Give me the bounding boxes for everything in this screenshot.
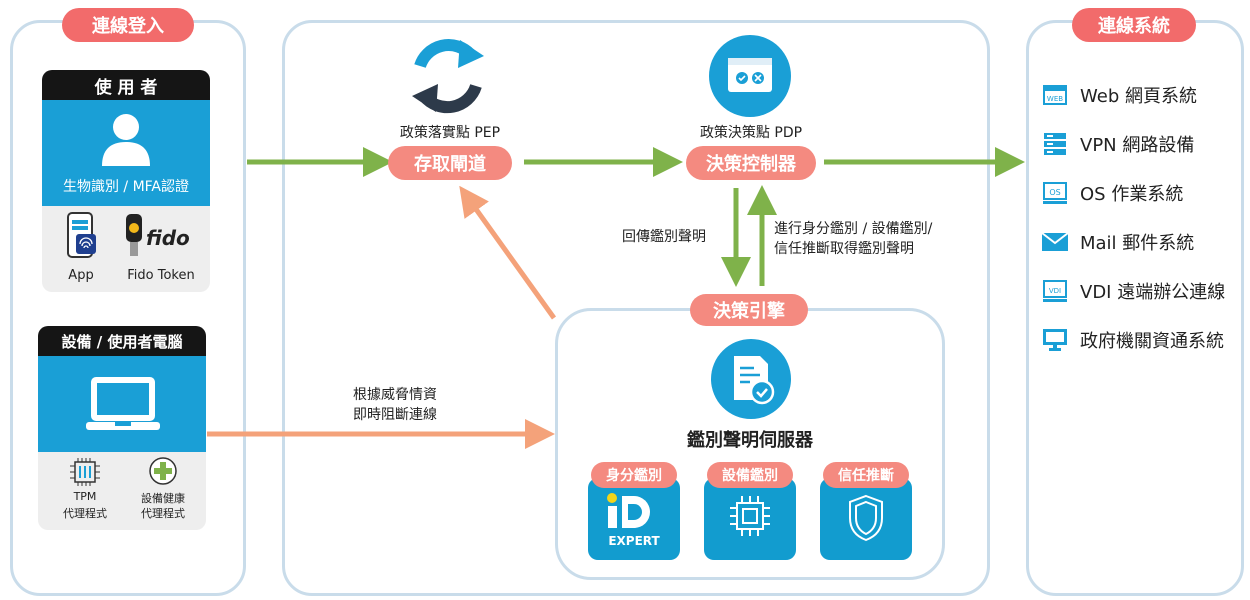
device-auth-card: [704, 478, 796, 560]
shield-icon: [849, 494, 883, 542]
laptop-icon: [86, 377, 160, 430]
tpm-chip-icon: [70, 458, 100, 486]
arrow-engine-to-gateway: [459, 185, 557, 320]
user-card-footer: fido App Fido Token: [42, 206, 210, 292]
app-label: App: [68, 268, 94, 283]
id-expert-logo: [607, 493, 650, 528]
system-label-web: Web 網頁系統: [1080, 86, 1197, 107]
system-label-vdi: VDI 遠端辦公連線: [1080, 282, 1226, 303]
systems-panel: [1026, 20, 1244, 596]
controller-button[interactable]: 決策控制器: [686, 146, 816, 180]
server-label: 鑑別聲明伺服器: [687, 430, 813, 451]
login-title: 連線登入: [92, 16, 164, 37]
fido-logo: fido: [146, 226, 190, 250]
id-expert-text: EXPERT: [608, 534, 660, 548]
user-card-body: 生物識別 / MFA認證: [42, 100, 210, 206]
verify-text-2: 信任推斷取得鑑別聲明: [774, 241, 914, 257]
system-item-vpn: VPN 網路設備: [1042, 129, 1194, 159]
cpu-chip-icon: [730, 496, 770, 536]
threat-text-2: 即時阻斷連線: [353, 407, 437, 423]
system-item-os: OS OS 作業系統: [1042, 178, 1183, 208]
tpm-label-1: TPM: [73, 490, 97, 503]
document-check-icon: [711, 339, 791, 419]
user-card-header: 使 用 者: [42, 70, 210, 100]
health-label-1: 設備健康: [141, 492, 185, 505]
system-label-gov: 政府機關資通系統: [1080, 331, 1224, 352]
user-icon: [102, 114, 150, 166]
identity-badge: 身分鑑別: [591, 462, 677, 488]
login-title-pill: 連線登入: [62, 8, 194, 42]
user-card: 使 用 者 生物識別 / MFA認證 fido App Fido Token: [42, 70, 210, 292]
systems-title-pill: 連線系統: [1072, 8, 1196, 42]
device-card-footer: TPM 代理程式 設備健康 代理程式: [38, 452, 206, 530]
vdi-window-icon: VDI: [1042, 280, 1068, 302]
pep-caption: 政策落實點 PEP: [399, 125, 501, 141]
system-label-mail: Mail 郵件系統: [1080, 233, 1195, 254]
fido-token-label: Fido Token: [127, 268, 195, 283]
monitor-icon: [1042, 329, 1068, 351]
sync-icon: [412, 39, 484, 114]
gateway-button[interactable]: 存取閘道: [388, 146, 512, 180]
phone-fingerprint-icon: [67, 212, 96, 258]
trust-badge-label: 信任推斷: [838, 468, 894, 484]
system-item-vdi: VDI VDI 遠端辦公連線: [1042, 276, 1225, 306]
controller-label: 決策控制器: [706, 154, 796, 175]
system-item-mail: Mail 郵件系統: [1041, 227, 1195, 257]
gateway-label: 存取閘道: [414, 154, 486, 175]
pdp-caption: 政策決策點 PDP: [699, 125, 803, 141]
user-card-caption: 生物識別 / MFA認證: [62, 179, 190, 195]
controller-icon: [709, 35, 791, 117]
identity-badge-label: 身分鑑別: [606, 468, 662, 484]
system-item-web: WEB Web 網頁系統: [1042, 80, 1197, 110]
system-item-gov: 政府機關資通系統: [1042, 325, 1224, 355]
verify-text-1: 進行身分鑑別 / 設備鑑別/: [774, 221, 933, 237]
identity-card: EXPERT: [588, 478, 680, 560]
engine-title: 決策引擎: [713, 301, 785, 322]
return-text: 回傳鑑別聲明: [622, 229, 706, 245]
web-badge: WEB: [1047, 95, 1063, 103]
server-icon: [1042, 133, 1068, 155]
os-window-icon: OS: [1042, 182, 1068, 204]
user-card-title: 使 用 者: [94, 77, 158, 98]
trust-card: [820, 478, 912, 560]
engine-title-pill: 決策引擎: [690, 294, 808, 326]
trust-badge: 信任推斷: [823, 462, 909, 488]
fido-key-icon: [126, 214, 142, 256]
device-card-body: [38, 356, 206, 452]
mail-icon: [1041, 231, 1069, 253]
health-label-2: 代理程式: [141, 507, 185, 520]
system-label-os: OS 作業系統: [1080, 184, 1184, 205]
os-badge: OS: [1049, 188, 1060, 197]
web-window-icon: WEB: [1042, 84, 1068, 106]
tpm-label-2: 代理程式: [63, 507, 107, 520]
system-label-vpn: VPN 網路設備: [1080, 135, 1195, 156]
threat-text-1: 根據威脅情資: [353, 387, 437, 403]
device-card: 設備 / 使用者電腦 TPM 代理程式 設備健康 代理程式: [38, 326, 206, 530]
systems-title: 連線系統: [1098, 16, 1170, 37]
device-card-header: 設備 / 使用者電腦: [38, 326, 206, 356]
health-plus-icon: [149, 457, 177, 485]
vdi-badge: VDI: [1049, 287, 1061, 295]
device-auth-badge: 設備鑑別: [707, 462, 793, 488]
device-card-title: 設備 / 使用者電腦: [61, 332, 183, 351]
device-auth-badge-label: 設備鑑別: [722, 468, 778, 484]
